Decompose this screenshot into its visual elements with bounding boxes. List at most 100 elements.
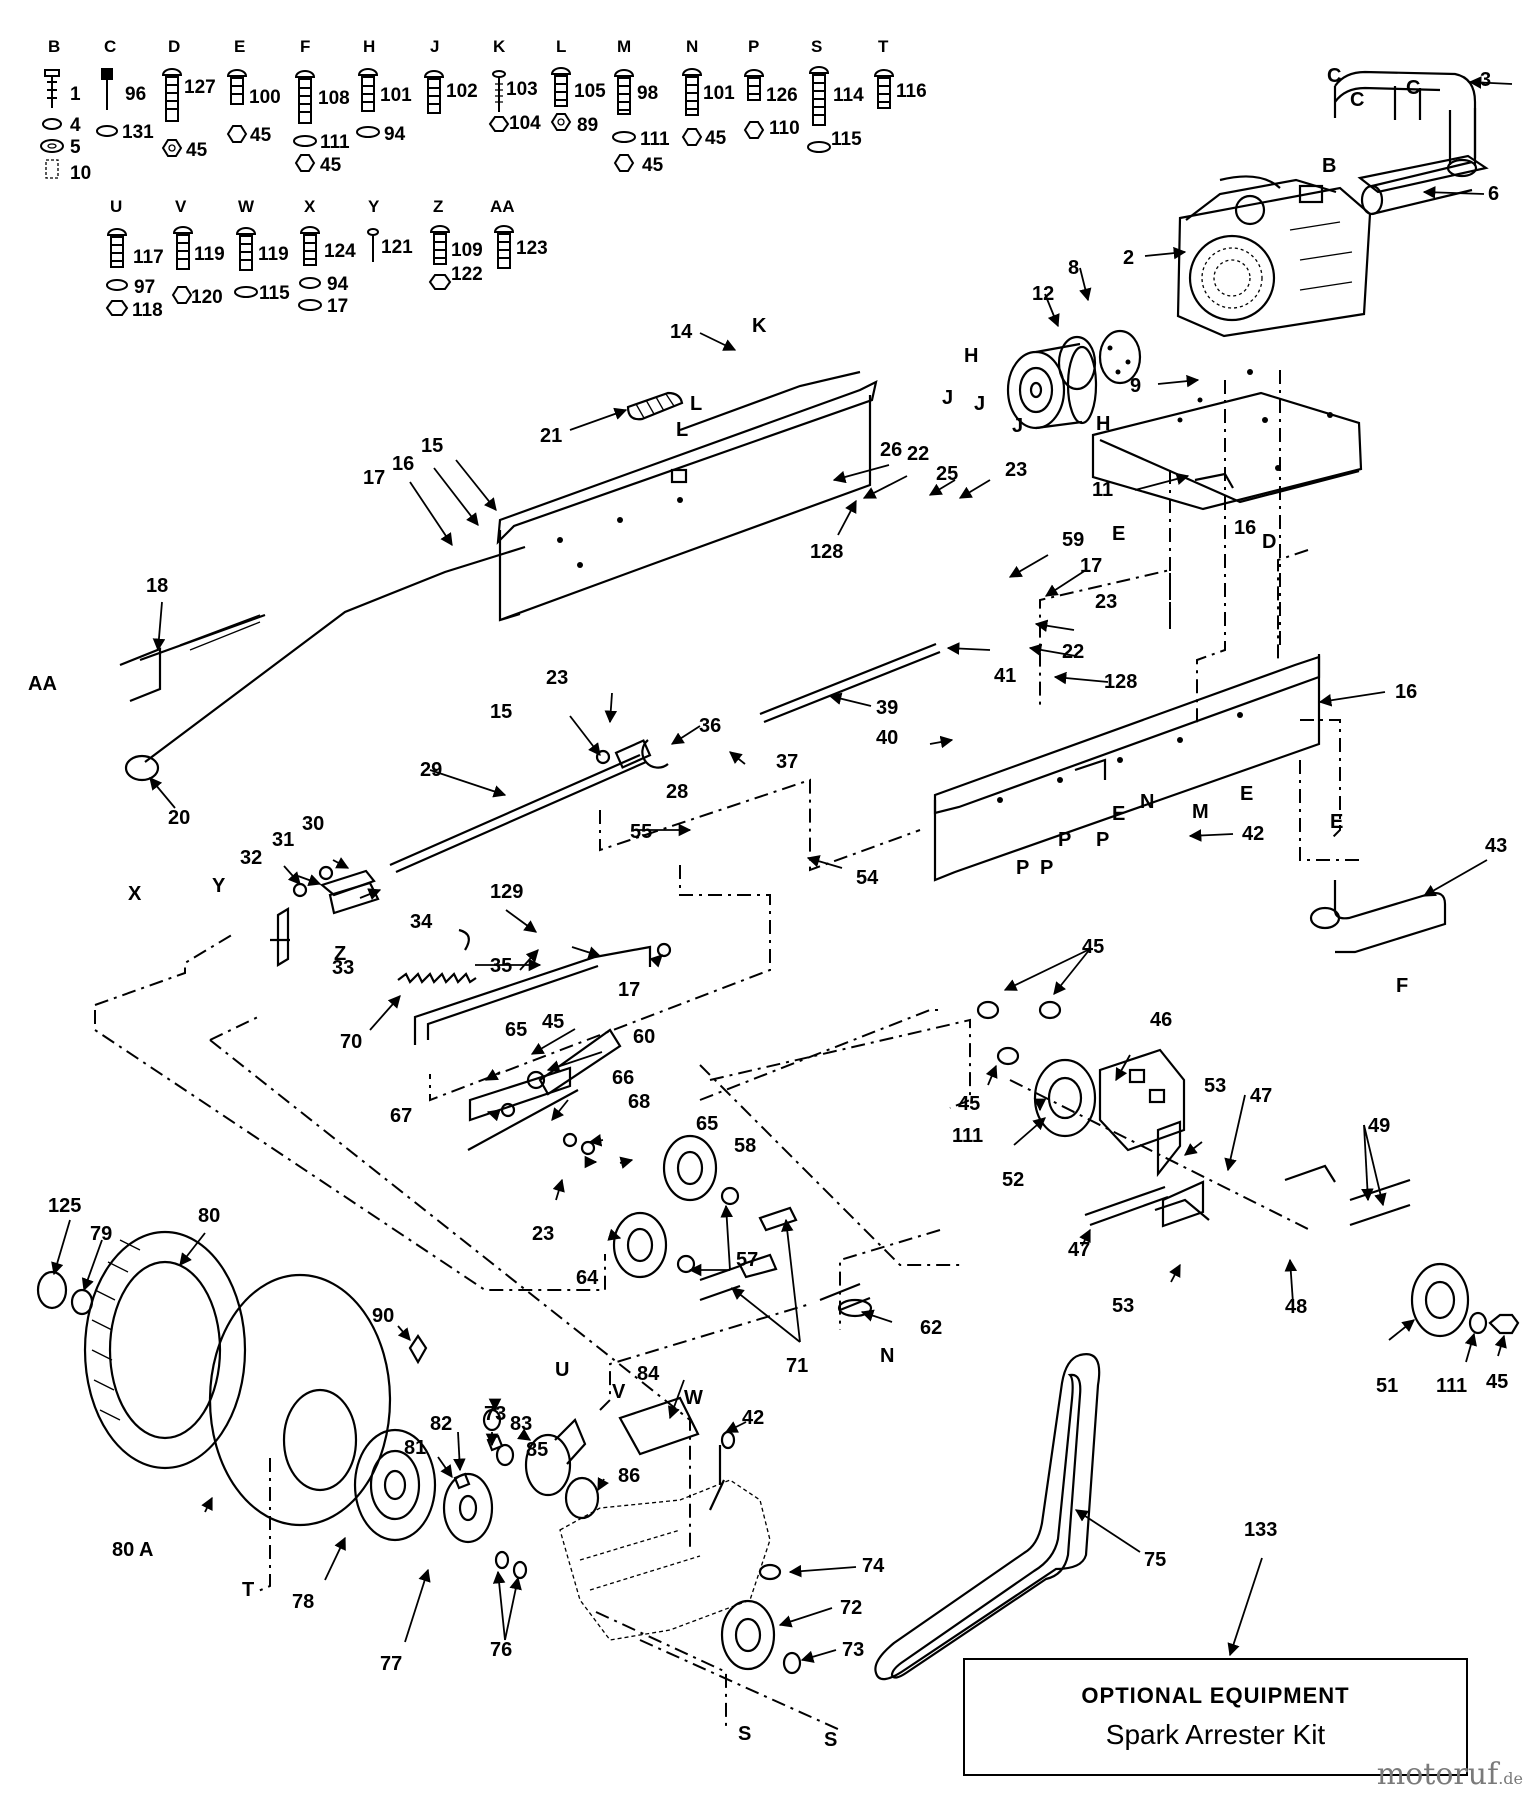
- hw-part-number: 119: [258, 244, 289, 265]
- connection-tags: C C C B K H J J J H L L E D 16 E M E E N…: [28, 65, 1420, 1751]
- callout-2: 2: [1123, 247, 1134, 269]
- transaxle-part: [494, 1479, 782, 1641]
- callout-64: 64: [576, 1267, 599, 1289]
- washer-icon: [356, 126, 380, 138]
- bolt-icon: [235, 227, 257, 271]
- callout-67: 67: [390, 1105, 412, 1127]
- washer-icon: [234, 286, 258, 298]
- hw-part-number: 122: [451, 264, 483, 285]
- hw-letter: AA: [490, 197, 515, 216]
- hw-part-number: 45: [320, 155, 342, 176]
- callout-17: 17: [363, 467, 385, 489]
- hw-letter: T: [878, 37, 889, 56]
- washer-icon: [807, 141, 831, 153]
- callout-33: 33: [332, 957, 354, 979]
- callout-23: 23: [1095, 591, 1117, 613]
- callout-76: 76: [490, 1639, 512, 1661]
- tag-e: E: [1330, 811, 1343, 833]
- callout-58: 58: [734, 1135, 756, 1157]
- callout-labels: 3 6 2 8 12 9 14 21 11 26 22 25 23 15 16 …: [48, 69, 1508, 1675]
- hw-letter: P: [748, 37, 759, 56]
- callout-20: 20: [168, 807, 190, 829]
- bolt-icon: [743, 69, 765, 101]
- hw-part-number: 101: [703, 83, 735, 104]
- hw-letter: W: [238, 197, 255, 216]
- bolt-icon: [808, 66, 830, 126]
- hw-part-number: 103: [506, 79, 538, 100]
- tag-p: P: [1058, 829, 1071, 851]
- bolt-icon: [299, 226, 321, 266]
- callout-15: 15: [490, 701, 512, 723]
- bolt-icon: [226, 69, 248, 105]
- callout-41: 41: [994, 665, 1016, 687]
- callout-84: 84: [637, 1363, 660, 1385]
- callout-43: 43: [1485, 835, 1507, 857]
- relation-lines: [94, 370, 1360, 1731]
- hw-part-number: 102: [446, 81, 478, 102]
- hw-letter: N: [686, 37, 698, 56]
- washer-icon: [40, 139, 64, 153]
- hw-letter: J: [430, 37, 439, 56]
- hw-letter: V: [175, 197, 187, 216]
- callout-72: 72: [840, 1597, 862, 1619]
- callout-6: 6: [1488, 183, 1499, 205]
- callout-25: 25: [936, 463, 958, 485]
- nut-icon: [171, 286, 193, 304]
- watermark-tld: .de: [1498, 1769, 1523, 1788]
- callout-23: 23: [546, 667, 568, 689]
- bolt-icon: [873, 69, 895, 109]
- nut-icon: [428, 274, 452, 290]
- spark-arrester-kit-label: Spark Arrester Kit: [1105, 1719, 1326, 1750]
- tag-v: V: [612, 1381, 626, 1403]
- callout-47: 47: [1250, 1085, 1272, 1107]
- tag-m: M: [1192, 801, 1209, 823]
- hw-part-number: 4: [70, 115, 81, 136]
- hw-part-number: 1: [70, 84, 81, 105]
- callout-18: 18: [146, 575, 168, 597]
- callout-59: 59: [1062, 529, 1084, 551]
- callout-74: 74: [862, 1555, 885, 1577]
- assembly-drawing: 3 6 2 8 12 9 14 21 11 26 22 25 23 15 16 …: [28, 65, 1520, 1751]
- callout-60: 60: [633, 1026, 655, 1048]
- callout-36: 36: [699, 715, 721, 737]
- callout-37: 37: [776, 751, 798, 773]
- wheel-part: [36, 1230, 494, 1544]
- callout-45: 45: [958, 1093, 980, 1115]
- callout-14: 14: [670, 321, 693, 343]
- hw-part-number: 124: [324, 241, 356, 262]
- hw-part-number: 45: [250, 125, 272, 146]
- hw-letter: X: [304, 197, 316, 216]
- bolt-icon: [357, 68, 379, 112]
- hw-part-number: 17: [327, 296, 348, 317]
- frame-rail-part: [496, 370, 878, 622]
- callout-70: 70: [340, 1031, 362, 1053]
- tag-c: C: [1350, 89, 1364, 111]
- hw-letter: K: [493, 37, 506, 56]
- callout-86: 86: [618, 1465, 640, 1487]
- hw-part-number: 131: [122, 122, 154, 143]
- hw-part-number: 97: [134, 277, 155, 298]
- hw-letter: L: [556, 37, 566, 56]
- tag-e: E: [1240, 783, 1253, 805]
- hw-part-number: 98: [637, 83, 658, 104]
- tag-h: H: [1096, 413, 1110, 435]
- callout-31: 31: [272, 829, 294, 851]
- callout-12: 12: [1032, 283, 1054, 305]
- callout-57: 57: [736, 1249, 758, 1271]
- callout-71: 71: [786, 1355, 808, 1377]
- hw-letter: S: [811, 37, 822, 56]
- bolt-icon: [294, 70, 316, 124]
- nut-icon: [681, 128, 703, 146]
- callout-48: 48: [1285, 1296, 1307, 1318]
- tag-u: U: [555, 1359, 569, 1381]
- nut-icon: [161, 139, 183, 157]
- hw-letter: F: [300, 37, 310, 56]
- callout-52: 52: [1002, 1169, 1024, 1191]
- bolt-icon: [101, 68, 113, 110]
- callout-81: 81: [404, 1437, 426, 1459]
- washer-icon: [612, 131, 636, 143]
- tag-aa: AA: [28, 673, 57, 695]
- bolt-icon: [492, 70, 506, 112]
- washer-icon: [299, 277, 321, 289]
- hw-part-number: 120: [191, 287, 223, 308]
